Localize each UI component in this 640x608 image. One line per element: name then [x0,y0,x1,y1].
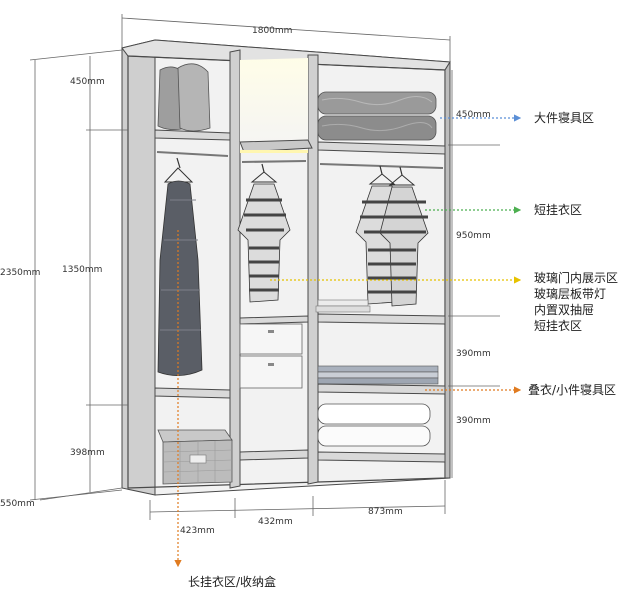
middle-column [237,58,313,461]
zone-label-glass-display-1: 玻璃门内展示区 [534,270,618,285]
striped-shirt-mid-image [237,163,291,303]
zone-label-glass-display-3: 内置双抽屉 [534,303,594,317]
folded-stack-mid-image [317,365,439,385]
dim-col-mid: 432mm [258,517,293,527]
folded-clothes-image [315,299,371,313]
white-quilts-image [317,403,431,447]
zone-label-short-hang: 短挂衣区 [534,202,582,217]
dimension-lines [29,14,500,520]
pillow-image [157,63,211,132]
dim-right-hanging: 950mm [456,231,491,241]
dim-col-left: 423mm [180,526,215,536]
leader-lines [174,114,522,568]
zone-label-glass-display-2: 玻璃层板带灯 [534,287,606,301]
divider-right [307,54,319,485]
zone-label-bedding-large: 大件寝具区 [534,110,594,125]
dim-top-shelf: 450mm [70,77,105,87]
zone-label-fold-small: 叠衣/小件寝具区 [528,382,616,397]
dim-hanging: 1350mm [62,265,102,275]
storage-box-image [157,429,233,485]
zone-label-glass-display-4: 短挂衣区 [534,318,582,333]
quilt-stack-image [317,91,437,141]
long-dress-image [157,157,203,376]
striped-shirts-right-image [355,165,429,307]
zone-label-long-hang: 长挂衣区/收纳盒 [188,574,276,589]
dim-right-mid: 390mm [456,349,491,359]
dim-depth: 550mm [0,499,35,509]
left-column [154,63,233,485]
dim-total-width: 1800mm [252,26,292,36]
dim-right-top: 450mm [456,110,491,120]
dim-bottom-left: 398mm [70,448,105,458]
dim-right-bottom: 390mm [456,416,491,426]
double-drawer [239,315,309,389]
dim-total-height: 2350mm [0,268,40,278]
right-column [315,91,446,463]
divider-left [229,49,241,489]
dim-col-right: 873mm [368,507,403,517]
